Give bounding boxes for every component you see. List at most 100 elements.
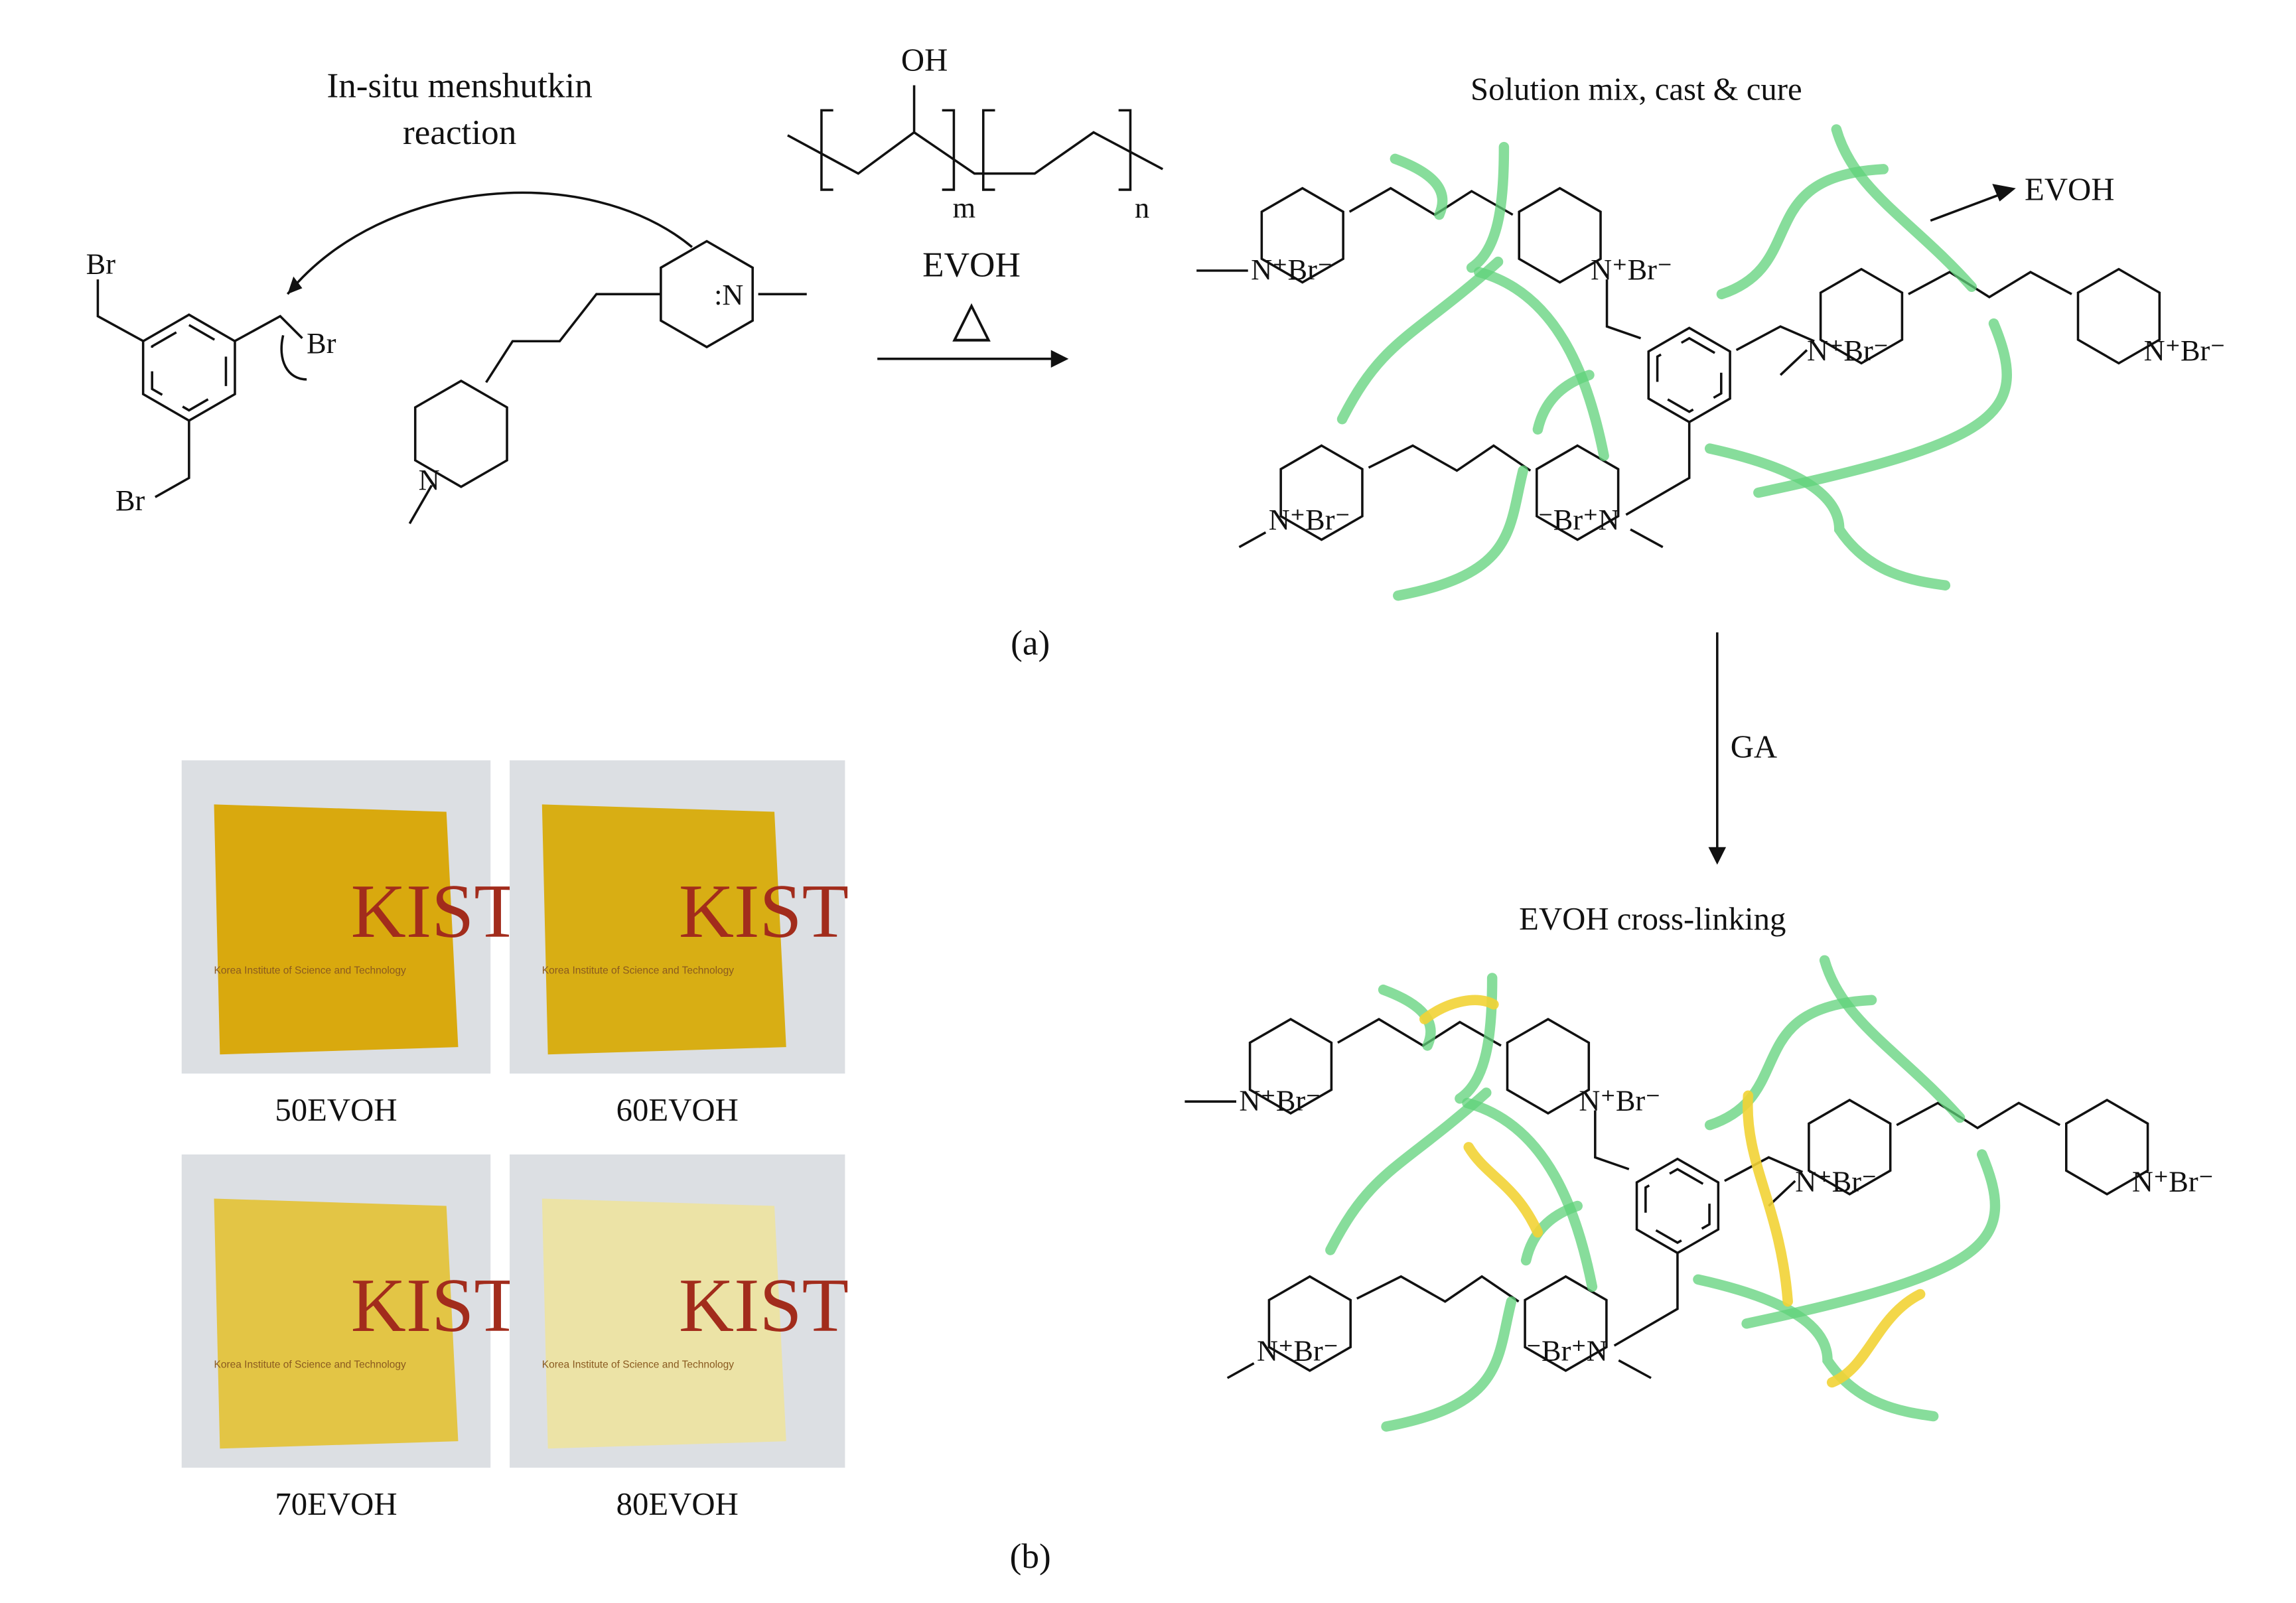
sample-photo-50EVOH: KIST Korea Institute of Science and Techn…: [181, 760, 521, 1128]
membrane-film: [214, 804, 459, 1055]
br-label-2: Br: [307, 326, 336, 360]
pyridinium-ring-crosslinked: [1267, 1275, 1352, 1372]
sample-label: 80EVOH: [616, 1486, 739, 1522]
kist-logo-subtext: Korea Institute of Science and Technolog…: [214, 1359, 406, 1370]
ga-crosslink: [1463, 1142, 1543, 1238]
evoh-chains: [1325, 124, 2012, 1432]
step1-title: Solution mix, cast & cure: [1471, 72, 1802, 107]
ga-crosslink: [1419, 995, 1499, 1024]
quat-label: N⁺Br⁻: [1251, 253, 1332, 286]
amine-n-bottom: N: [419, 463, 440, 496]
kist-logo: KIST: [679, 869, 849, 953]
sample-label: 70EVOH: [275, 1486, 397, 1522]
evoh-chain: [1462, 1097, 1598, 1292]
bond-line: [96, 279, 303, 498]
quat-label: N⁺Br⁻: [2132, 1164, 2214, 1198]
membrane-film: [541, 1198, 786, 1449]
benzene-core: [1647, 326, 1731, 424]
quat-label: N⁺Br⁻: [1257, 1334, 1338, 1367]
polymer-n: n: [1135, 191, 1149, 224]
quat-label: N⁺Br⁻: [1591, 253, 1672, 286]
pyridinium-ring: [1518, 186, 1602, 284]
pyridinium-ring-crosslinked: [1524, 1275, 1608, 1372]
pyridinium-ring: [2076, 267, 2161, 365]
quat-label: N⁺Br⁻: [1807, 334, 1889, 367]
sample-label: 50EVOH: [275, 1092, 397, 1128]
polymer-m: m: [953, 191, 975, 224]
evoh-chain: [1390, 153, 1448, 220]
pyridinium-ring-crosslinked: [1506, 1017, 1591, 1115]
arrowhead-icon: [1992, 184, 2016, 202]
br-label-1: Br: [86, 247, 116, 280]
piperidine-ring-top: [660, 240, 754, 349]
sample-photo-60EVOH: KIST Korea Institute of Science and Techn…: [510, 760, 849, 1128]
amine-n-top: :N: [714, 278, 743, 311]
kist-logo-subtext: Korea Institute of Science and Technolog…: [542, 965, 734, 976]
evoh-chain: [1520, 1200, 1583, 1266]
curved-arrow-small: [280, 334, 307, 381]
evoh-chain: [1473, 267, 1609, 461]
benzene-ring-aromatic: [151, 323, 228, 412]
benzene-core-crosslinked: [1635, 1157, 1720, 1255]
membrane-film: [214, 1198, 459, 1449]
ga-crosslink: [1826, 1289, 1926, 1388]
quat-label: N⁺Br⁻: [1239, 1083, 1321, 1117]
pyridinium-ring: [1260, 186, 1344, 284]
bond-line: [1196, 186, 2072, 549]
bond-line: [408, 293, 807, 524]
evoh-chain: [1831, 124, 1977, 292]
pyridinium-ring-crosslinked: [1808, 1098, 1892, 1196]
membrane-film: [541, 804, 786, 1055]
br-label-3: Br: [115, 484, 145, 517]
curved-arrow: [286, 191, 693, 295]
pyridinium-ring: [1279, 444, 1364, 541]
evoh-chain: [1466, 141, 1510, 273]
ga-crosslink: [1743, 1090, 1793, 1307]
panel-b-label: (b): [1010, 1537, 1051, 1576]
quat-label: N⁺Br⁻: [1579, 1083, 1660, 1117]
bond-line: [1184, 1017, 2061, 1379]
quat-label: N⁺Br⁻: [1795, 1164, 1877, 1198]
evoh-chain: [1393, 465, 1528, 601]
pyridinium-ring: [1819, 267, 1904, 365]
reaction-title-line2: reaction: [403, 113, 516, 152]
pyridinium-ring-crosslinked: [1248, 1017, 1333, 1115]
kist-logo-subtext: Korea Institute of Science and Technolog…: [214, 965, 406, 976]
sample-label: 60EVOH: [616, 1092, 739, 1128]
benzene-ring: [141, 313, 236, 422]
membrane-photos: KIST Korea Institute of Science and Techn…: [181, 760, 849, 1522]
benzene-core-crosslinked-aromatic: [1644, 1168, 1711, 1245]
panel-a-label: (a): [1011, 623, 1050, 662]
sample-photo-80EVOH: KIST Korea Institute of Science and Techn…: [510, 1154, 849, 1522]
kist-logo: KIST: [351, 869, 521, 953]
heat-icon: △: [952, 291, 991, 346]
evoh-chain: [1693, 1274, 1939, 1422]
evoh-chain: [1741, 1149, 2001, 1329]
chemical-bonds: [96, 186, 2072, 1379]
kist-logo-subtext: Korea Institute of Science and Technolog…: [542, 1359, 734, 1370]
quat-label-reversed: ⁻Br⁺N: [1538, 503, 1619, 536]
quat-label: N⁺Br⁻: [2144, 334, 2226, 367]
polymer-name: EVOH: [922, 245, 1021, 285]
evoh-chain: [1819, 955, 1966, 1123]
polymer-backbone: [787, 85, 1163, 175]
evoh-chain: [1325, 1087, 1492, 1255]
evoh-chain: [1716, 164, 1889, 300]
evoh-chain: [1532, 370, 1595, 435]
evoh-pointer-label: EVOH: [2025, 171, 2114, 207]
quat-label-reversed: ⁻Br⁺N: [1526, 1334, 1608, 1367]
evoh-chain: [1704, 443, 1951, 591]
evoh-pointer-arrow: [1930, 192, 2002, 222]
kist-logo: KIST: [679, 1263, 849, 1348]
ga-label: GA: [1731, 729, 1777, 765]
pyridinium-ring: [1536, 444, 1620, 541]
arrowhead-icon: [1708, 847, 1727, 865]
evoh-chain: [1704, 995, 1877, 1131]
polymer-oh: OH: [901, 42, 948, 78]
reaction-title-line1: In-situ menshutkin: [326, 66, 592, 105]
polymer-brackets: [820, 109, 1132, 191]
quat-label: N⁺Br⁻: [1269, 503, 1350, 536]
quaternary-ammonium-labels: N⁺Br⁻ N⁺Br⁻ N⁺Br⁻ N⁺Br⁻ N⁺Br⁻ ⁻Br⁺N N⁺Br⁻ N⁺Br⁻…: [1239, 253, 2225, 1367]
